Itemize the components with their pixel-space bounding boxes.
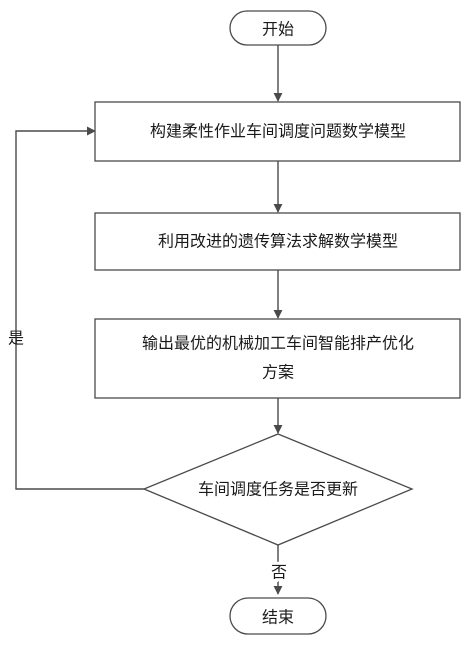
yes-edge-label: 是: [8, 329, 24, 348]
decision-diamond: [142, 433, 414, 546]
output-label-line2: 方案: [262, 363, 294, 382]
start-label: 开始: [262, 20, 294, 39]
build-model-box: [94, 101, 461, 162]
build-model-label: 构建柔性作业车间调度问题数学模型: [150, 122, 406, 141]
decision-label: 车间调度任务是否更新: [198, 480, 358, 499]
output-box: [94, 318, 461, 399]
end-terminal: [229, 597, 327, 635]
solve-model-box: [94, 212, 461, 271]
no-edge-label: 否: [271, 563, 287, 582]
end-label: 结束: [262, 608, 294, 627]
solve-model-label: 利用改进的遗传算法求解数学模型: [158, 232, 398, 251]
output-label-line1: 输出最优的机械加工车间智能排产优化: [142, 334, 414, 353]
start-terminal: [229, 10, 327, 46]
edge-decision-loop-back: [15, 126, 144, 490]
